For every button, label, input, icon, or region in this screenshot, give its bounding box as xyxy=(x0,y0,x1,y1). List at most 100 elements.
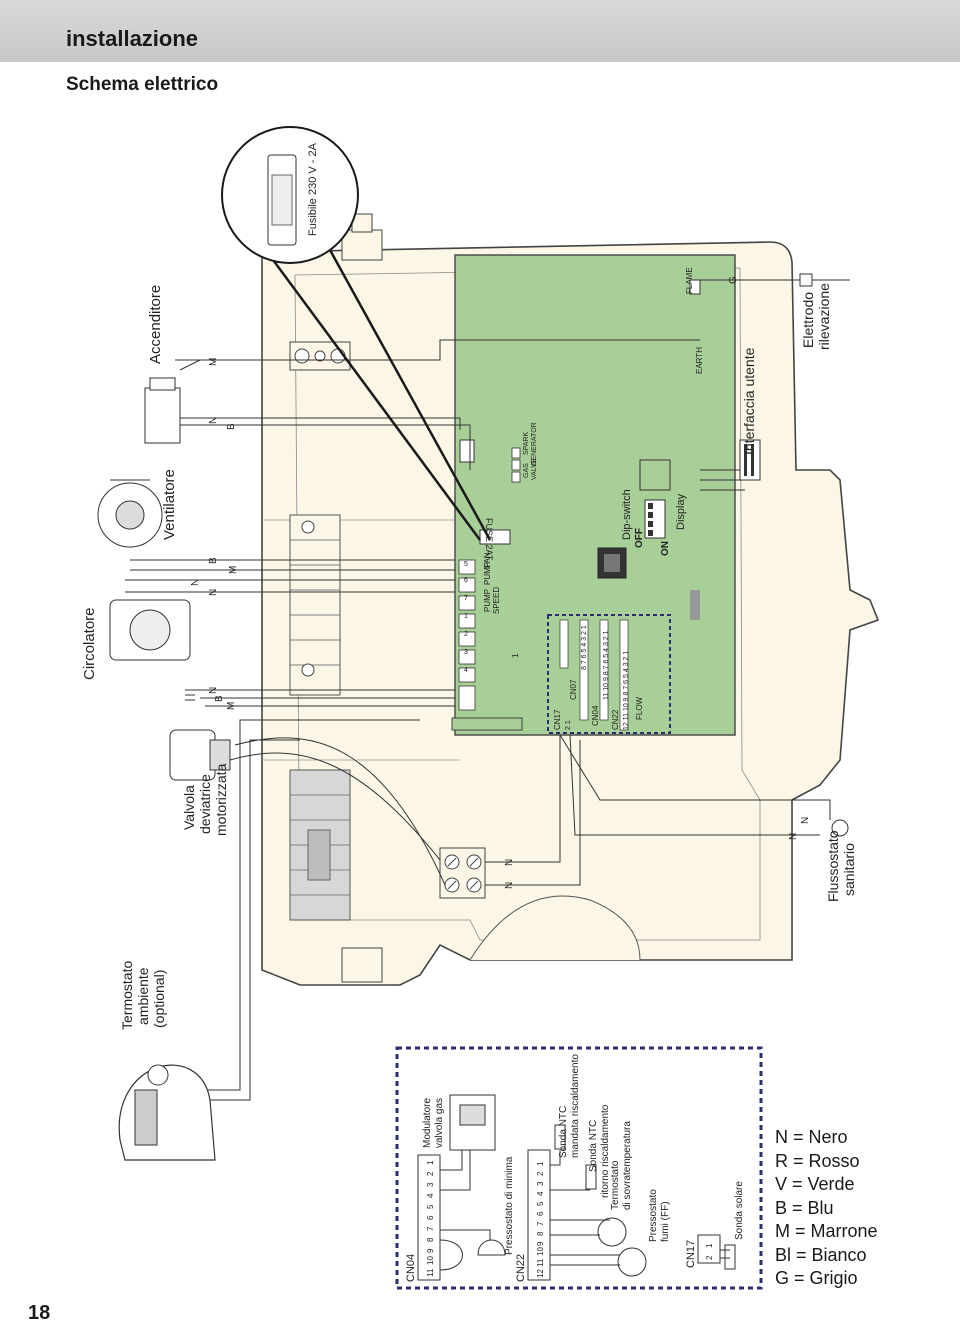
inset-cn22-pin: 5 xyxy=(536,1201,545,1206)
inset-cn17-label: CN17 xyxy=(685,1240,697,1268)
screw-terminals xyxy=(439,847,486,899)
flow-switch-icon xyxy=(831,819,849,837)
ntc-return-label-2: ritorno riscaldamento xyxy=(600,1104,611,1198)
inset-cn04-pin: 5 xyxy=(426,1204,435,1209)
board-display-label: Display xyxy=(675,493,687,530)
wire-code: N xyxy=(208,687,219,694)
inset-cn22-label: CN22 xyxy=(515,1254,527,1282)
board-cn04-pins: 11 10 9 8 7 6 5 4 3 2 1 xyxy=(603,630,610,700)
fuse-detail xyxy=(221,126,359,264)
solar-probe-label: Sonda solare xyxy=(734,1181,745,1240)
board-terminal-number: 6 xyxy=(464,577,468,584)
board-pump-label: PUMP xyxy=(483,562,492,585)
flow-switch-label-2: sanitario xyxy=(841,843,857,896)
board-on-label: ON xyxy=(660,541,671,556)
diverter-valve-icon xyxy=(169,729,231,781)
legend-item: N = Nero xyxy=(775,1127,848,1147)
board-terminal-mark: 1 xyxy=(511,653,520,658)
inset-cn04-pin: 10 xyxy=(426,1256,435,1265)
board-fuse-label: FUSE 2AT xyxy=(484,518,494,561)
circulator-icon xyxy=(109,599,195,701)
wire-code: N xyxy=(208,589,219,596)
gas-modulator-label-2: valvola gas xyxy=(434,1098,445,1148)
board-terminal-number: 5 xyxy=(464,561,468,568)
wires xyxy=(125,279,831,1101)
wire-code: M xyxy=(226,702,237,710)
board-terminal-number: 2 xyxy=(464,631,468,638)
circulator-label: Circolatore xyxy=(81,607,98,680)
wire-code: G xyxy=(728,276,739,284)
user-interface-label: Interfaccia utente xyxy=(741,347,757,455)
wire-code: N xyxy=(208,417,219,424)
inset-cn17-pin: 2 xyxy=(705,1255,714,1260)
board-pump-speed-label: PUMP xyxy=(483,589,492,612)
board-cn17-label: CN17 xyxy=(553,709,562,730)
board-flame-label: FLAME xyxy=(685,267,694,294)
inset-cn22-pin: 8 xyxy=(536,1231,545,1236)
igniter-icon xyxy=(144,359,201,444)
board-terminal-number: 3 xyxy=(464,649,468,656)
fuse-pointer-lines xyxy=(260,244,492,541)
inset-cn17-pin: 1 xyxy=(705,1243,714,1248)
inset-cn22-pin: 10 xyxy=(536,1247,545,1256)
wire-code: B xyxy=(208,557,219,564)
inset-cn04-pin: 3 xyxy=(426,1182,435,1187)
fan-icon xyxy=(97,479,163,548)
flue-switch-label-1: Pressostato xyxy=(648,1189,659,1242)
legend-item: M = Marrone xyxy=(775,1221,878,1241)
board-spark-label: SPARK xyxy=(523,431,530,455)
board-gas-valve-label: VALVE xyxy=(531,458,538,480)
wire-code: M xyxy=(208,358,219,366)
inset-cn04-pins: 11 10 9 8 7 6 5 4 3 2 1 xyxy=(426,1160,435,1277)
inset-cn04-label: CN04 xyxy=(405,1254,417,1282)
wire-code: N xyxy=(788,833,799,840)
electrode-label-1: Elettrodo xyxy=(800,292,816,348)
inset-cn04-pin: 4 xyxy=(426,1193,435,1198)
inset-cn04-pin: 11 xyxy=(426,1268,435,1277)
inset-cn22-pins: 12 11 10 9 8 7 6 5 4 3 2 1 xyxy=(536,1161,545,1278)
wire-code: N xyxy=(504,882,515,889)
board-terminal-number: 4 xyxy=(464,667,468,674)
control-board xyxy=(451,254,736,736)
inset-cn22-pin: 11 xyxy=(536,1258,545,1267)
fan-label: Ventilatore xyxy=(161,469,178,540)
wire-code: M xyxy=(228,566,239,574)
wire-code: N xyxy=(190,579,201,586)
sub-title: Schema elettrico xyxy=(66,74,219,95)
terminal-strip-main xyxy=(289,769,351,921)
terminal-block-top xyxy=(289,341,351,371)
diverter-valve-label-3: motorizzata xyxy=(213,763,229,836)
wire-code: B xyxy=(226,423,237,430)
board-cn22-label: CN22 xyxy=(611,709,620,730)
wire-code: B xyxy=(214,695,225,702)
inset-cn22-pin: 9 xyxy=(536,1241,545,1246)
min-pressure-switch-label: Pressostato di minima xyxy=(504,1156,515,1255)
inset-cn04-pin: 7 xyxy=(426,1226,435,1231)
board-dip-switch-label: Dip-switch xyxy=(621,489,633,540)
board-terminal-number: 1 xyxy=(464,613,468,620)
legend-item: B = Blu xyxy=(775,1197,834,1218)
inset-cn22-pin: 6 xyxy=(536,1211,545,1216)
room-thermostat-label-2: ambiente xyxy=(135,967,151,1025)
board-cn07-pins: 8 7 6 5 4 3 2 1 xyxy=(581,625,588,670)
legend-item: R = Rosso xyxy=(775,1150,860,1171)
board-spark-label: GENERATOR xyxy=(531,422,538,466)
electrode-label-2: rilevazione xyxy=(816,283,832,350)
inset-cn04-pin: 6 xyxy=(426,1215,435,1220)
user-interface-connector-icon xyxy=(739,439,761,481)
terminal-strip-left xyxy=(289,514,341,696)
board-cn07-label: CN07 xyxy=(569,679,578,700)
diverter-valve-label-1: Valvola xyxy=(181,785,197,830)
electrode-icon xyxy=(799,273,850,287)
board-terminal-number: 7 xyxy=(464,595,468,602)
overtemp-label-2: di sovratemperatura xyxy=(622,1121,633,1210)
inset-cn22-pin: 2 xyxy=(536,1171,545,1176)
legend-item: G = Grigio xyxy=(775,1268,858,1288)
flue-switch-label-2: fumi (FF) xyxy=(660,1201,671,1242)
room-thermostat-label-1: Termostato xyxy=(119,961,135,1030)
diverter-valve-label-2: deviatrice xyxy=(197,774,213,834)
ntc-flow-label-1: Sonda NTC xyxy=(558,1106,569,1158)
inset-cn04-pin: 2 xyxy=(426,1171,435,1176)
inset-cn04-pin: 8 xyxy=(426,1237,435,1242)
